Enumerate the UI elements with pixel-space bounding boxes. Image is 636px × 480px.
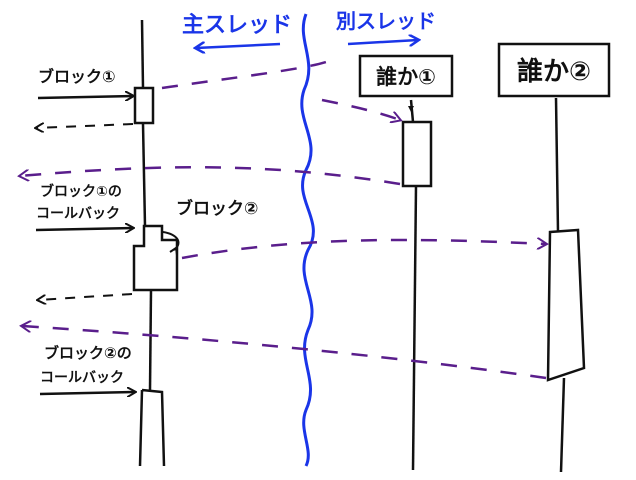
thread-divider [300,13,315,467]
block1-callback-dispatch-arrow [20,166,401,186]
other-thread-heading: 別スレッド [336,9,436,33]
someone1-activation [401,120,433,188]
block1-callback-return-arrow [38,293,133,300]
block2-callback-label-line2: コールバック [40,370,124,386]
other-thread-heading-arrow [347,40,418,44]
block1-call-arrow [37,96,133,98]
block1-return-arrow [36,124,134,128]
block2-label: ブロック② [176,198,258,219]
main-thread-heading: 主スレッド [182,13,292,38]
block2-callback-label-line1: ブロック②の [44,344,132,362]
someone2-box: 誰か② [497,42,611,98]
block1-dispatch-arrow [161,60,400,120]
someone2-activation [546,228,586,382]
main-activation-block1 [133,86,155,125]
block2-callback-call-arrow [39,392,135,394]
block2-dispatch-arrow [181,240,546,260]
main-activation-block1-callback [132,224,179,292]
main-thread-heading-arrow [196,44,281,48]
main-activation-block2-callback [138,388,166,467]
block1-label: ブロック① [38,67,116,86]
someone1-label: 誰か① [376,65,436,89]
block1-callback-call-arrow [35,228,133,230]
block1-callback-label-line2: コールバック [36,206,120,222]
someone1-lifeline [408,99,418,471]
block1-callback-label-line1: ブロック①の [40,183,122,200]
main-thread-lifeline [140,19,153,391]
someone1-box: 誰か① [358,54,454,98]
someone2-lifeline [554,97,566,473]
someone2-label: 誰か② [517,56,591,87]
